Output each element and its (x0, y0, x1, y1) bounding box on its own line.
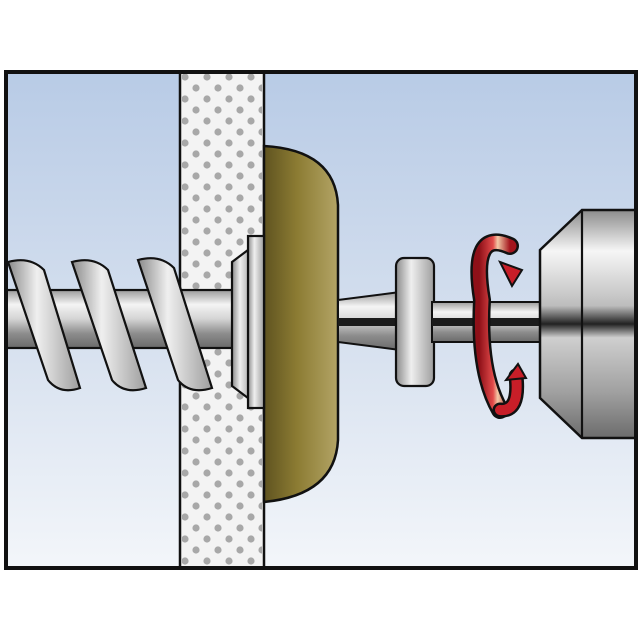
diagram-frame (4, 70, 638, 570)
rotation-arrow-icon (470, 233, 528, 419)
screw-anchor-icon (6, 234, 266, 410)
insulation-pad-icon (262, 144, 340, 504)
drill-chuck-icon (538, 208, 636, 440)
